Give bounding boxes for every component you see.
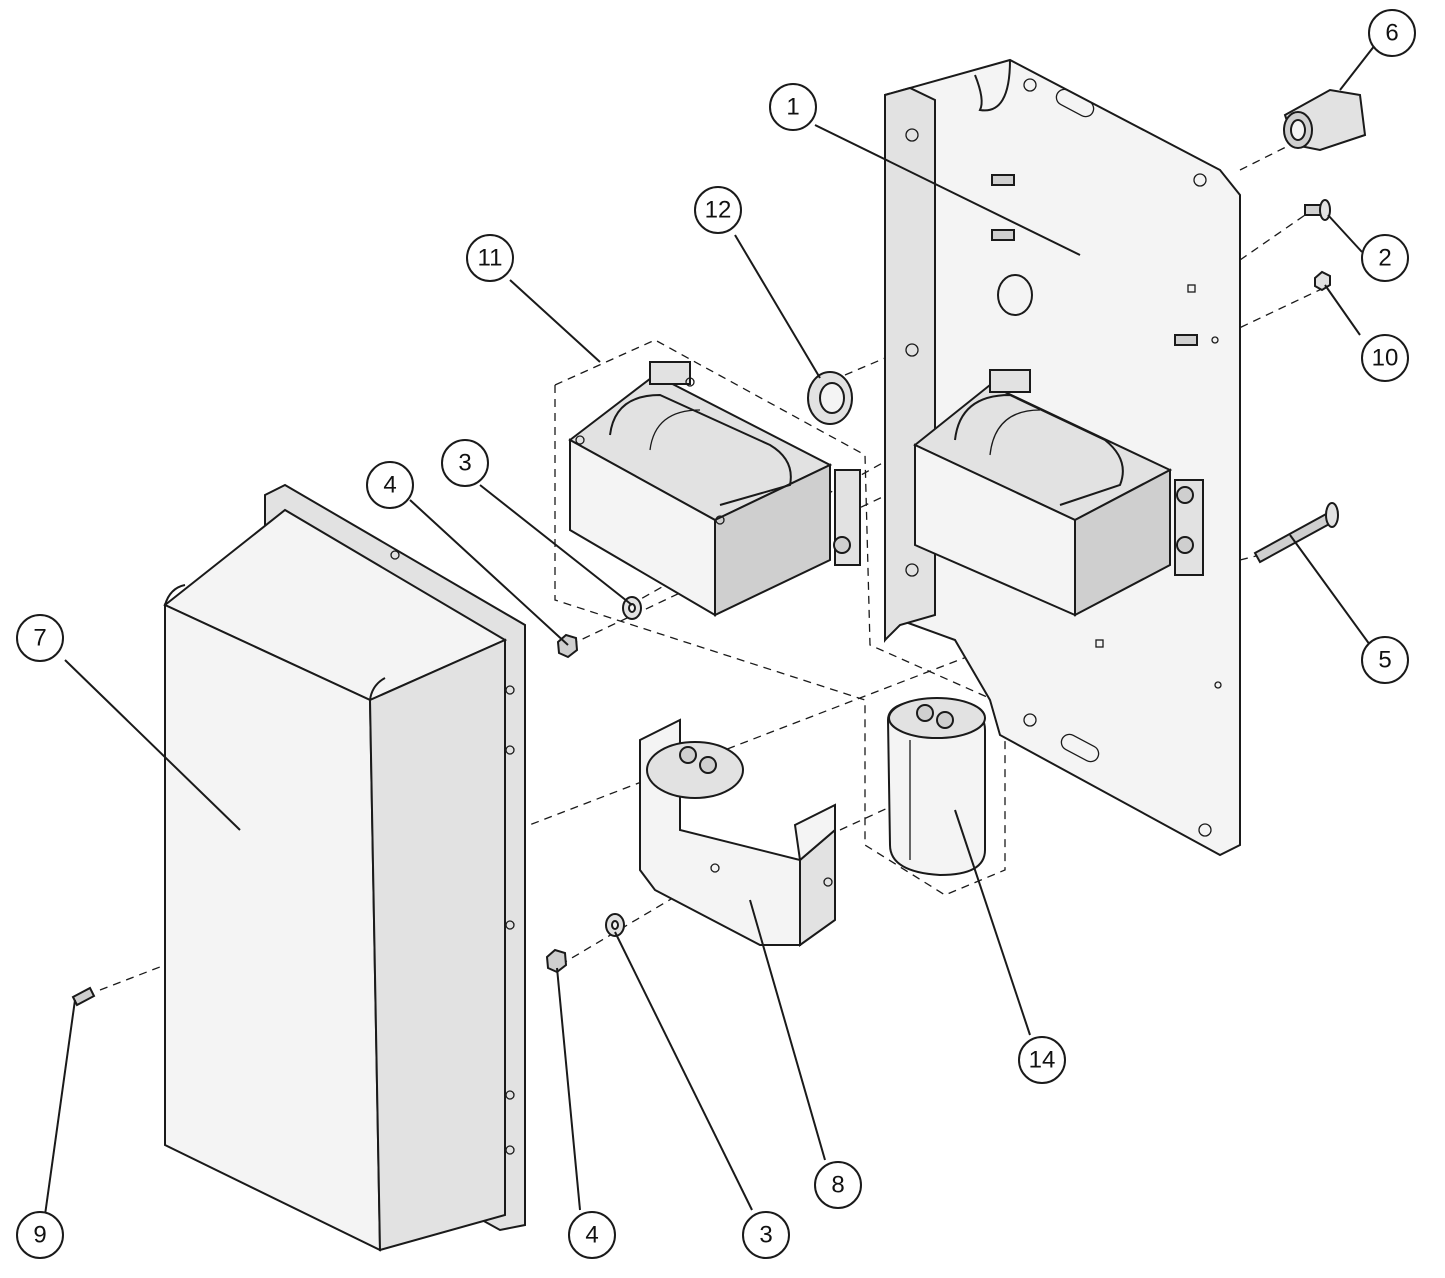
callout-7: 7 (16, 614, 64, 662)
callout-6: 6 (1368, 9, 1416, 57)
callout-6-label: 6 (1385, 20, 1398, 47)
callout-2: 2 (1361, 234, 1409, 282)
callout-4-lower-label: 4 (585, 1222, 598, 1249)
callout-8-label: 8 (831, 1172, 844, 1199)
capacitor-bracket (639, 718, 836, 947)
screw (1304, 199, 1331, 221)
lock-nut (807, 371, 853, 425)
nut-lower (545, 948, 568, 974)
callout-10: 10 (1361, 334, 1409, 382)
callout-9-label: 9 (33, 1222, 46, 1249)
callout-2-label: 2 (1378, 245, 1391, 272)
callout-8: 8 (814, 1161, 862, 1209)
washer-lower (605, 913, 625, 937)
callout-12: 12 (694, 186, 742, 234)
long-bolt (1253, 502, 1339, 564)
callout-3-upper-label: 3 (458, 450, 471, 477)
callout-11: 11 (466, 234, 514, 282)
callout-4-upper-label: 4 (383, 472, 396, 499)
cord-grip (1283, 88, 1367, 152)
callout-3-lower-label: 3 (759, 1222, 772, 1249)
callout-1: 1 (769, 83, 817, 131)
callout-10-label: 10 (1372, 345, 1399, 372)
callout-3-lower: 3 (742, 1211, 790, 1259)
callout-5-label: 5 (1378, 647, 1391, 674)
callout-1-label: 1 (786, 94, 799, 121)
callout-12-label: 12 (705, 197, 732, 224)
callout-5: 5 (1361, 636, 1409, 684)
callout-3-upper: 3 (441, 439, 489, 487)
ballast-mounted (913, 369, 1204, 617)
callout-14-label: 14 (1029, 1047, 1056, 1074)
screw-9 (71, 986, 96, 1007)
callout-7-label: 7 (33, 625, 46, 652)
leader-lines (44, 44, 1376, 1216)
callout-9: 9 (16, 1211, 64, 1259)
callout-11-label: 11 (478, 245, 503, 272)
callout-14: 14 (1018, 1036, 1066, 1084)
assembly-boundary-11 (554, 339, 1006, 896)
enclosure-housing (163, 483, 526, 1252)
callout-4-lower: 4 (568, 1211, 616, 1259)
capacitor (886, 697, 986, 877)
callout-4-upper: 4 (366, 461, 414, 509)
ballast-exploded (568, 361, 861, 617)
